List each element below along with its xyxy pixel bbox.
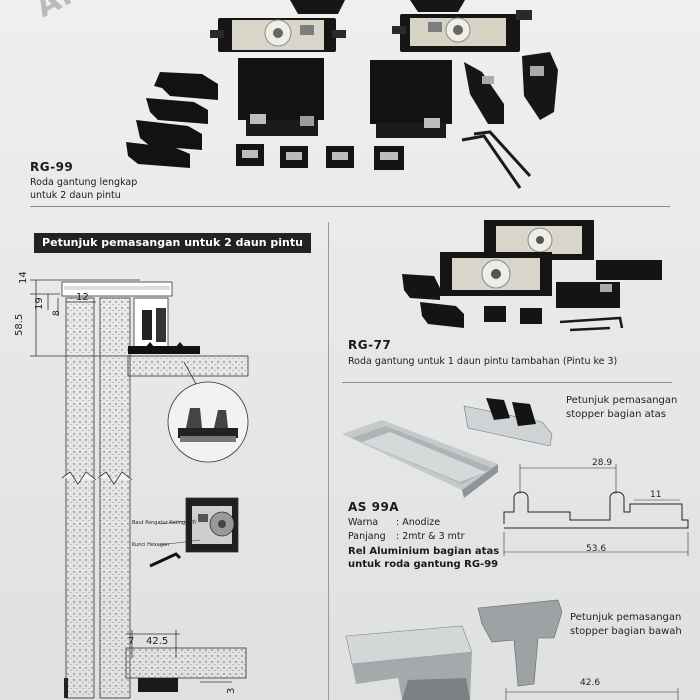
stopper-top-photo bbox=[463, 398, 553, 446]
diagram-bottom-screw bbox=[64, 678, 68, 698]
section-divider bbox=[30, 206, 670, 207]
as99a-warna-label: Warna bbox=[348, 517, 379, 528]
rg77-brackets bbox=[556, 260, 662, 308]
as99a-dimension-lines bbox=[503, 464, 689, 556]
rg99-guide-blocks bbox=[236, 144, 404, 170]
rg99-code: RG-99 bbox=[30, 160, 74, 174]
dim-8: 8 bbox=[52, 310, 62, 316]
as99a-note-line2: untuk roda gantung RG-99 bbox=[348, 559, 499, 570]
diagram-door-front bbox=[65, 297, 95, 699]
diagram-zoom-rail-profile bbox=[178, 408, 238, 442]
rg77-hex-keys bbox=[559, 316, 624, 332]
diagram-callout-line-1 bbox=[159, 519, 197, 525]
diagram-zoom-leader bbox=[183, 361, 197, 385]
as99a-dim-28-9: 28.9 bbox=[592, 458, 613, 468]
diagram-callout-line-2 bbox=[159, 539, 201, 546]
diagram-rail-channel bbox=[64, 286, 170, 290]
dim-7: 7 bbox=[128, 636, 135, 647]
rg99-hanger-left bbox=[238, 58, 324, 136]
diagram-floor-section bbox=[125, 647, 247, 679]
stopper-bottom-label-line1: Petunjuk pemasangan bbox=[570, 612, 682, 623]
diagram-header-wall bbox=[127, 355, 249, 377]
diagram-bottom-dimension-lines bbox=[126, 630, 232, 683]
dim-58-5: 58.5 bbox=[14, 313, 25, 336]
diagram-hex-key bbox=[149, 552, 182, 568]
rg99-door-brackets bbox=[464, 52, 558, 124]
rg99-part-top-right bbox=[410, 0, 465, 12]
as99a-profile-outline bbox=[503, 491, 689, 529]
as99a-profile-drawing bbox=[503, 464, 689, 556]
rg77-product-photo bbox=[402, 220, 662, 332]
as99a-dim-53-6: 53.6 bbox=[586, 544, 607, 554]
column-divider bbox=[328, 222, 329, 700]
stopper-top-label-line2: stopper bagian atas bbox=[566, 409, 667, 420]
diagram-break-marks bbox=[61, 471, 133, 485]
stopper-bottom-label-line2: stopper bagian bawah bbox=[570, 626, 682, 637]
diagram-detail-zoom bbox=[167, 381, 249, 463]
stopper-bottom-photo bbox=[477, 599, 562, 687]
rg77-clips bbox=[402, 274, 542, 328]
rg99-part-top-left bbox=[290, 0, 345, 14]
installation-banner: Petunjuk pemasangan untuk 2 daun pintu bbox=[34, 233, 311, 253]
stopper-top-label-line1: Petunjuk pemasangan bbox=[566, 395, 678, 406]
dim-19: 19 bbox=[34, 297, 45, 310]
as99a-rail-photo bbox=[342, 420, 498, 498]
rg99-desc-line1: Roda gantung lengkap bbox=[30, 177, 138, 188]
diagram-door-back bbox=[99, 297, 131, 699]
rg77-carriage-bottom bbox=[440, 252, 552, 296]
rg99-desc-line2: untuk 2 daun pintu bbox=[30, 190, 121, 201]
rg99-carriage-right bbox=[392, 10, 532, 52]
diagram-hanger-assembly bbox=[128, 297, 200, 354]
rg99-stopper-clips bbox=[126, 72, 218, 168]
rg99-carriage-left bbox=[210, 18, 346, 52]
dim-12: 12 bbox=[76, 292, 89, 303]
as99a-panjang-value: : 2mtr & 3 mtr bbox=[396, 531, 465, 542]
dim-14: 14 bbox=[18, 271, 29, 284]
callout-height-bolt: Baut Pengatur Ketinggian bbox=[132, 520, 196, 526]
as99a-warna-value: : Anodize bbox=[396, 517, 441, 528]
rg77-desc: Roda gantung untuk 1 daun pintu tambahan… bbox=[348, 356, 618, 367]
rg99-hanger-right bbox=[370, 60, 452, 138]
rg77-code: RG-77 bbox=[348, 338, 392, 352]
installation-diagram bbox=[30, 279, 249, 699]
as99a-dim-11: 11 bbox=[650, 490, 662, 500]
bottom-rail-dimension bbox=[505, 688, 679, 700]
as99a-note-line1: Rel Aluminium bagian atas bbox=[348, 546, 500, 557]
rg99-product-photo bbox=[126, 0, 558, 189]
callout-hex-key: Kunci Hexagon bbox=[132, 542, 170, 548]
dim-42-5: 42.5 bbox=[146, 636, 169, 647]
as99a-code: AS 99A bbox=[348, 500, 400, 514]
bottom-rail-photo bbox=[345, 599, 562, 700]
dim-3: 3 bbox=[226, 687, 237, 694]
as99a-panjang-label: Panjang bbox=[348, 531, 386, 542]
diagram-carriage-illustration bbox=[185, 497, 239, 553]
diagram-bottom-guide bbox=[138, 678, 178, 692]
bottom-rail-dim-42-6: 42.6 bbox=[580, 678, 601, 688]
rg99-hex-keys bbox=[461, 130, 532, 189]
section-divider-right bbox=[342, 382, 672, 383]
